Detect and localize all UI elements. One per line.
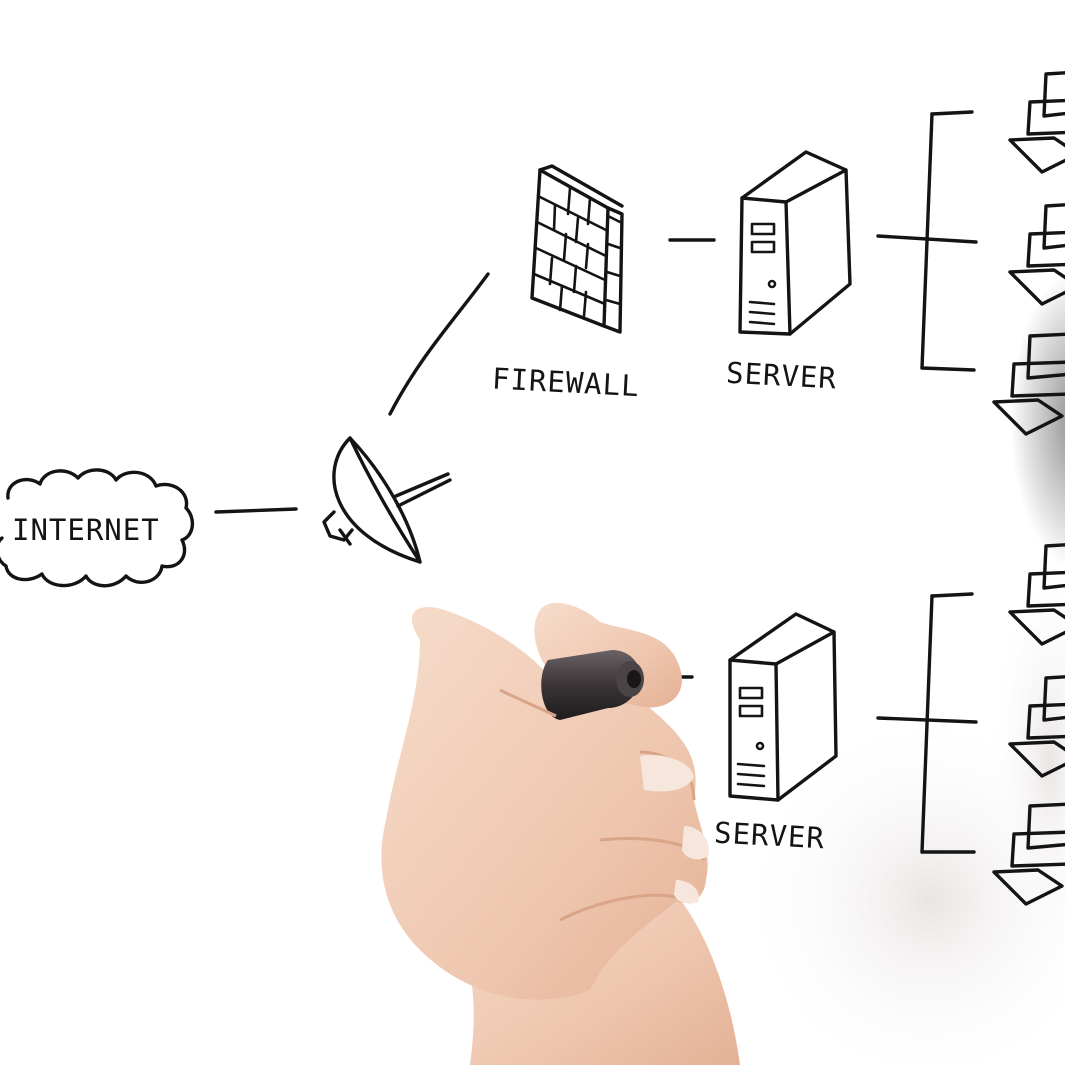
computer-icon — [992, 802, 1065, 906]
bottom-network-bus — [876, 592, 978, 854]
link-internet-dish — [214, 507, 298, 514]
firewall-icon: FIREWALL — [491, 164, 640, 403]
link-dish-firewall — [388, 272, 490, 416]
server-top-icon: SERVER — [725, 150, 852, 396]
computer-icon — [1008, 71, 1065, 174]
background-person — [740, 273, 1065, 1065]
server-top-label: SERVER — [725, 356, 837, 396]
hand-holding-marker — [381, 602, 740, 1065]
server-bottom-icon: SERVER — [713, 612, 838, 856]
server-bottom-label: SERVER — [713, 816, 825, 856]
satellite-dish-icon — [322, 436, 452, 564]
firewall-label: FIREWALL — [491, 361, 640, 403]
computer-icon — [1008, 675, 1065, 778]
computer-icon — [1008, 203, 1065, 306]
computer-icon — [1008, 543, 1065, 646]
computer-icon — [992, 332, 1065, 436]
top-network-bus — [876, 110, 978, 372]
internet-label: INTERNET — [12, 513, 160, 547]
internet-cloud-icon: INTERNET — [0, 468, 194, 588]
